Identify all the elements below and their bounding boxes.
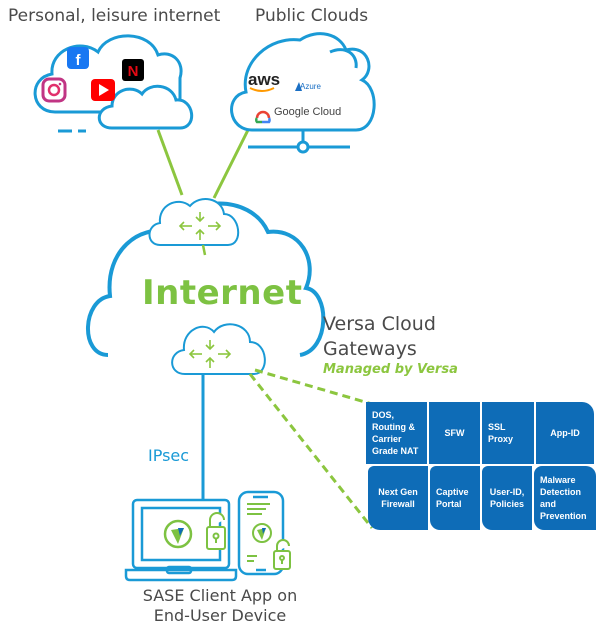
service-tile: User-ID, Policies	[482, 466, 532, 530]
service-tile: Malware Detection and Prevention	[534, 466, 596, 530]
netflix-icon: N	[122, 59, 144, 81]
aws-logo: aws	[248, 70, 281, 89]
connector-public-internet	[212, 129, 250, 199]
google-cloud-logo: Google Cloud	[274, 106, 342, 118]
service-tile: Next Gen Firewall	[368, 466, 428, 530]
service-tile: Captive Portal	[430, 466, 480, 530]
router-cloud-gateway	[171, 323, 266, 375]
azure-icon	[295, 82, 302, 91]
aws-smile-icon	[249, 87, 275, 92]
google-cloud-icon	[255, 110, 271, 124]
lock-icon	[206, 512, 226, 550]
phone-content-lines	[247, 503, 270, 562]
network-node	[296, 140, 310, 154]
azure-logo: Azure	[300, 82, 321, 91]
dashed-link-bottom	[248, 373, 374, 529]
services-grid: DOS, Routing & Carrier Grade NAT SFW SSL…	[366, 402, 596, 532]
dashed-link-top	[254, 368, 373, 406]
internet-label: Internet	[142, 273, 303, 313]
gateway-title: Versa Cloud Gateways	[323, 313, 436, 360]
service-tile: DOS, Routing & Carrier Grade NAT	[366, 402, 427, 464]
gateway-subtitle: Managed by Versa	[323, 362, 458, 377]
lock-icon	[273, 539, 291, 570]
youtube-icon	[91, 79, 115, 101]
versa-logo-icon	[163, 519, 193, 549]
service-tile: SSL Proxy	[482, 402, 534, 464]
router-arrows-icon	[178, 212, 222, 240]
service-tile: SFW	[429, 402, 480, 464]
public-clouds-title: Public Clouds	[255, 6, 369, 26]
facebook-icon: f	[67, 47, 89, 69]
service-tile: App-ID	[536, 402, 594, 464]
router-cloud-top	[148, 198, 239, 256]
laptop-icon	[124, 498, 238, 582]
router-arrows-icon	[188, 340, 232, 368]
connector-personal-internet	[156, 129, 184, 196]
device-label: SASE Client App on End-User Device	[142, 586, 298, 625]
ipsec-label: IPsec	[148, 446, 190, 465]
phone-icon	[237, 490, 285, 576]
personal-internet-title: Personal, leisure internet	[8, 6, 221, 26]
svg-text:f: f	[76, 52, 82, 69]
svg-text:N: N	[128, 63, 139, 80]
versa-logo-icon	[252, 523, 272, 543]
public-cloud	[230, 32, 376, 132]
instagram-icon	[41, 77, 67, 103]
